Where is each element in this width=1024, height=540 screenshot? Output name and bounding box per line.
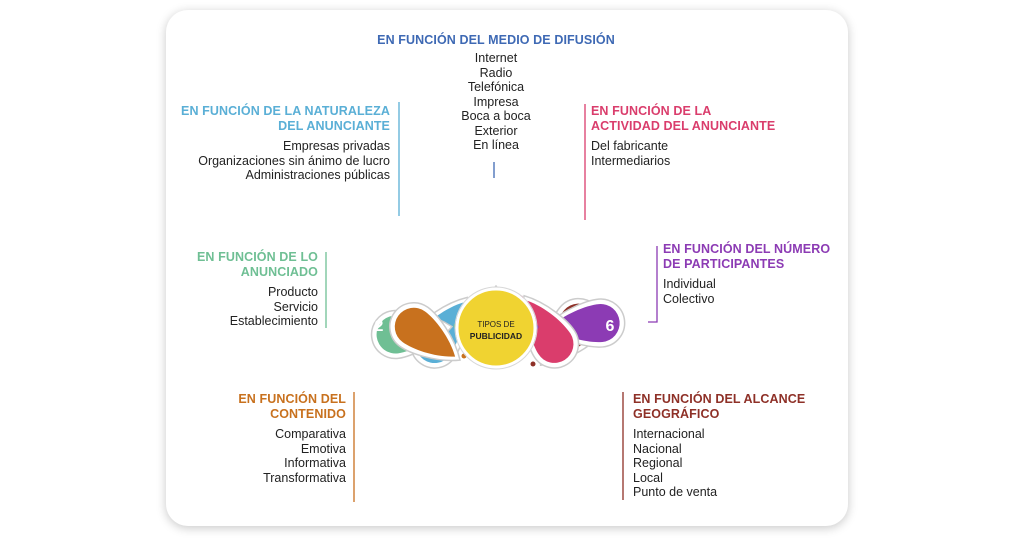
- list-item: Servicio: [273, 299, 318, 314]
- category-title-1-line-1: EN FUNCIÓN DEL: [238, 392, 346, 406]
- list-item: Informativa: [284, 456, 346, 470]
- list-item: Comparativa: [275, 427, 346, 441]
- list-item: Boca a boca: [461, 109, 531, 123]
- category-title-2-line-2: ANUNCIADO: [240, 265, 318, 279]
- category-title-6-line-2: DE PARTICIPANTES: [663, 257, 785, 271]
- list-item: Radio: [479, 65, 513, 80]
- list-item: Empresas privadas: [283, 139, 390, 153]
- category-numero-participantes: EN FUNCIÓN DEL NÚMERO DE PARTICIPANTES I…: [663, 242, 843, 306]
- list-item: Telefónica: [467, 80, 525, 94]
- diagram-card: [166, 10, 848, 526]
- list-item: Producto: [267, 285, 318, 299]
- list-item: Organizaciones sin ánimo de lucro: [198, 153, 390, 168]
- list-item: Colectivo: [663, 291, 715, 306]
- connector-lines: [325, 102, 658, 502]
- list-item: Transformativa: [263, 470, 346, 485]
- petal-number-4: 4: [492, 208, 501, 225]
- category-actividad-anunciante: EN FUNCIÓN DE LA ACTIVIDAD DEL ANUNCIANT…: [591, 104, 791, 168]
- list-item: Individual: [663, 277, 716, 291]
- hub-line-2: PUBLICIDAD: [470, 331, 522, 341]
- list-item: Emotiva: [300, 441, 346, 456]
- petal-number-1: 1: [397, 399, 406, 416]
- list-item: Internet: [474, 51, 518, 65]
- hub: TIPOS DE PUBLICIDAD: [454, 286, 538, 370]
- list-item: Internacional: [633, 427, 705, 441]
- petal-number-6: 6: [606, 318, 615, 335]
- petal-number-5: 5: [571, 240, 580, 257]
- list-item: Administraciones públicas: [245, 168, 390, 182]
- category-title-3-line-2: DEL ANUNCIANTE: [278, 119, 390, 133]
- petal-number-2: 2: [375, 318, 384, 335]
- petal-number-3: 3: [411, 238, 420, 255]
- petal-5: [522, 294, 580, 369]
- hub-line-1: TIPOS DE: [477, 320, 514, 329]
- category-medio-difusion: EN FUNCIÓN DEL MEDIO DE DIFUSIÓN Interne…: [374, 33, 618, 153]
- list-item: Nacional: [633, 441, 682, 456]
- list-item: Impresa: [473, 94, 519, 109]
- category-title-7-line-2: GEOGRÁFICO: [633, 407, 720, 421]
- category-title-6-line-1: EN FUNCIÓN DEL NÚMERO: [663, 242, 831, 256]
- list-item: Exterior: [474, 123, 518, 138]
- category-title-7-line-1: EN FUNCIÓN DEL ALCANCE: [633, 392, 806, 406]
- list-item: Establecimiento: [229, 314, 318, 328]
- list-item: En línea: [473, 138, 519, 152]
- category-title-5-line-2: ACTIVIDAD DEL ANUNCIANTE: [591, 119, 776, 133]
- category-alcance-geografico: EN FUNCIÓN DEL ALCANCE GEOGRÁFICO Intern…: [633, 392, 813, 500]
- category-title-3-line-1: EN FUNCIÓN DE LA NATURALEZA: [181, 104, 390, 118]
- category-title-1-line-2: CONTENIDO: [270, 407, 346, 421]
- category-title-2-line-1: EN FUNCIÓN DE LO: [196, 250, 318, 264]
- category-naturaleza-anunciante: EN FUNCIÓN DE LA NATURALEZA DEL ANUNCIAN…: [178, 104, 390, 183]
- list-item: Local: [633, 470, 663, 485]
- category-lo-anunciado: EN FUNCIÓN DE LO ANUNCIADO Producto Serv…: [192, 250, 318, 329]
- petal-number-7: 7: [576, 405, 585, 422]
- list-item: Punto de venta: [633, 485, 718, 499]
- petal-1: [389, 302, 461, 362]
- category-title-5-line-1: EN FUNCIÓN DE LA: [591, 104, 712, 118]
- list-item: Regional: [633, 456, 683, 470]
- category-contenido: EN FUNCIÓN DEL CONTENIDO Comparativa Emo…: [220, 392, 346, 485]
- connector-p6: [648, 246, 658, 323]
- list-item: Intermediarios: [591, 153, 671, 168]
- petal-numbers: 1 2 3 4 5 6 7: [375, 208, 615, 422]
- list-item: Del fabricante: [591, 139, 669, 153]
- category-title-4: EN FUNCIÓN DEL MEDIO DE DIFUSIÓN: [377, 33, 615, 47]
